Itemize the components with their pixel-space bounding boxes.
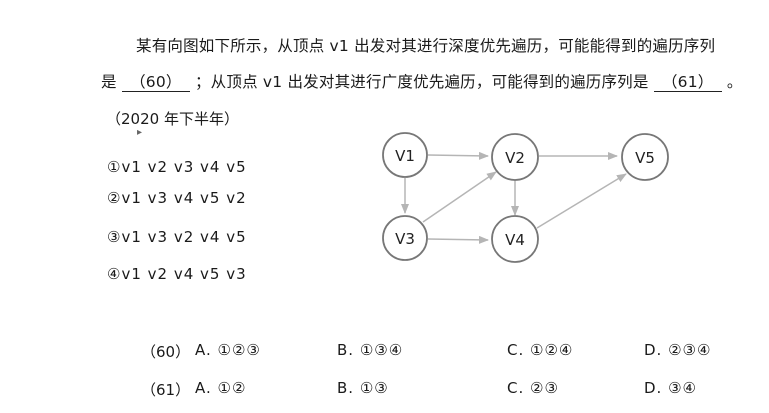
answer-60-option-d: D. ②③④ (644, 341, 712, 359)
answer-61-option-a: A. ①② (195, 379, 247, 397)
answer-61-option-b: B. ①③ (337, 379, 389, 397)
answer-61-option-d: D. ③④ (644, 379, 697, 397)
edge-v3-v4 (427, 235, 489, 244)
sequence-option-3: ③v1 v3 v2 v4 v5 (107, 228, 247, 246)
node-v2: V2 (491, 133, 539, 181)
question-line-2-suffix: 。 (726, 73, 743, 91)
question-line-1: 某有向图如下所示，从顶点 v1 出发对其进行深度优先遍历，可能能得到的遍历序列 (136, 37, 716, 55)
blank-61: （61） (653, 73, 722, 92)
answer-label-61: （61） (141, 381, 191, 399)
answer-60-option-a: A. ①②③ (195, 341, 261, 359)
mouse-cursor-icon: ▸ (137, 127, 143, 138)
edge-v4-v5 (536, 173, 627, 229)
question-line-2-prefix: 是 (101, 73, 117, 91)
answer-label-60: （60） (141, 343, 191, 361)
sequence-option-2: ②v1 v3 v4 v5 v2 (107, 189, 247, 207)
node-v4-label: V4 (505, 231, 525, 249)
question-line-2: 是 （60） ；从顶点 v1 出发对其进行广度优先遍历，可能得到的遍历序列是 （… (101, 70, 743, 92)
node-v5: V5 (621, 133, 669, 181)
node-v3: V3 (382, 215, 428, 261)
node-v5-label: V5 (635, 149, 655, 167)
node-v3-label: V3 (395, 230, 415, 248)
answer-60-option-b: B. ①③④ (337, 341, 404, 359)
node-v1-label: V1 (395, 147, 415, 165)
node-v4: V4 (491, 215, 539, 263)
node-v2-label: V2 (505, 149, 525, 167)
node-v1: V1 (382, 132, 428, 178)
answer-61-option-c: C. ②③ (507, 379, 559, 397)
edge-v1-v2 (427, 151, 489, 160)
sequence-option-1: ①v1 v2 v3 v4 v5 (107, 158, 247, 176)
blank-60: （60） (121, 73, 190, 92)
exam-year-label: （2020 年下半年） (106, 110, 239, 128)
edge-v3-v2 (422, 171, 497, 223)
sequence-option-4: ④v1 v2 v4 v5 v3 (107, 265, 247, 283)
question-line-2-middle: ；从顶点 v1 出发对其进行广度优先遍历，可能得到的遍历序列是 (194, 73, 649, 91)
answer-60-option-c: C. ①②④ (507, 341, 574, 359)
